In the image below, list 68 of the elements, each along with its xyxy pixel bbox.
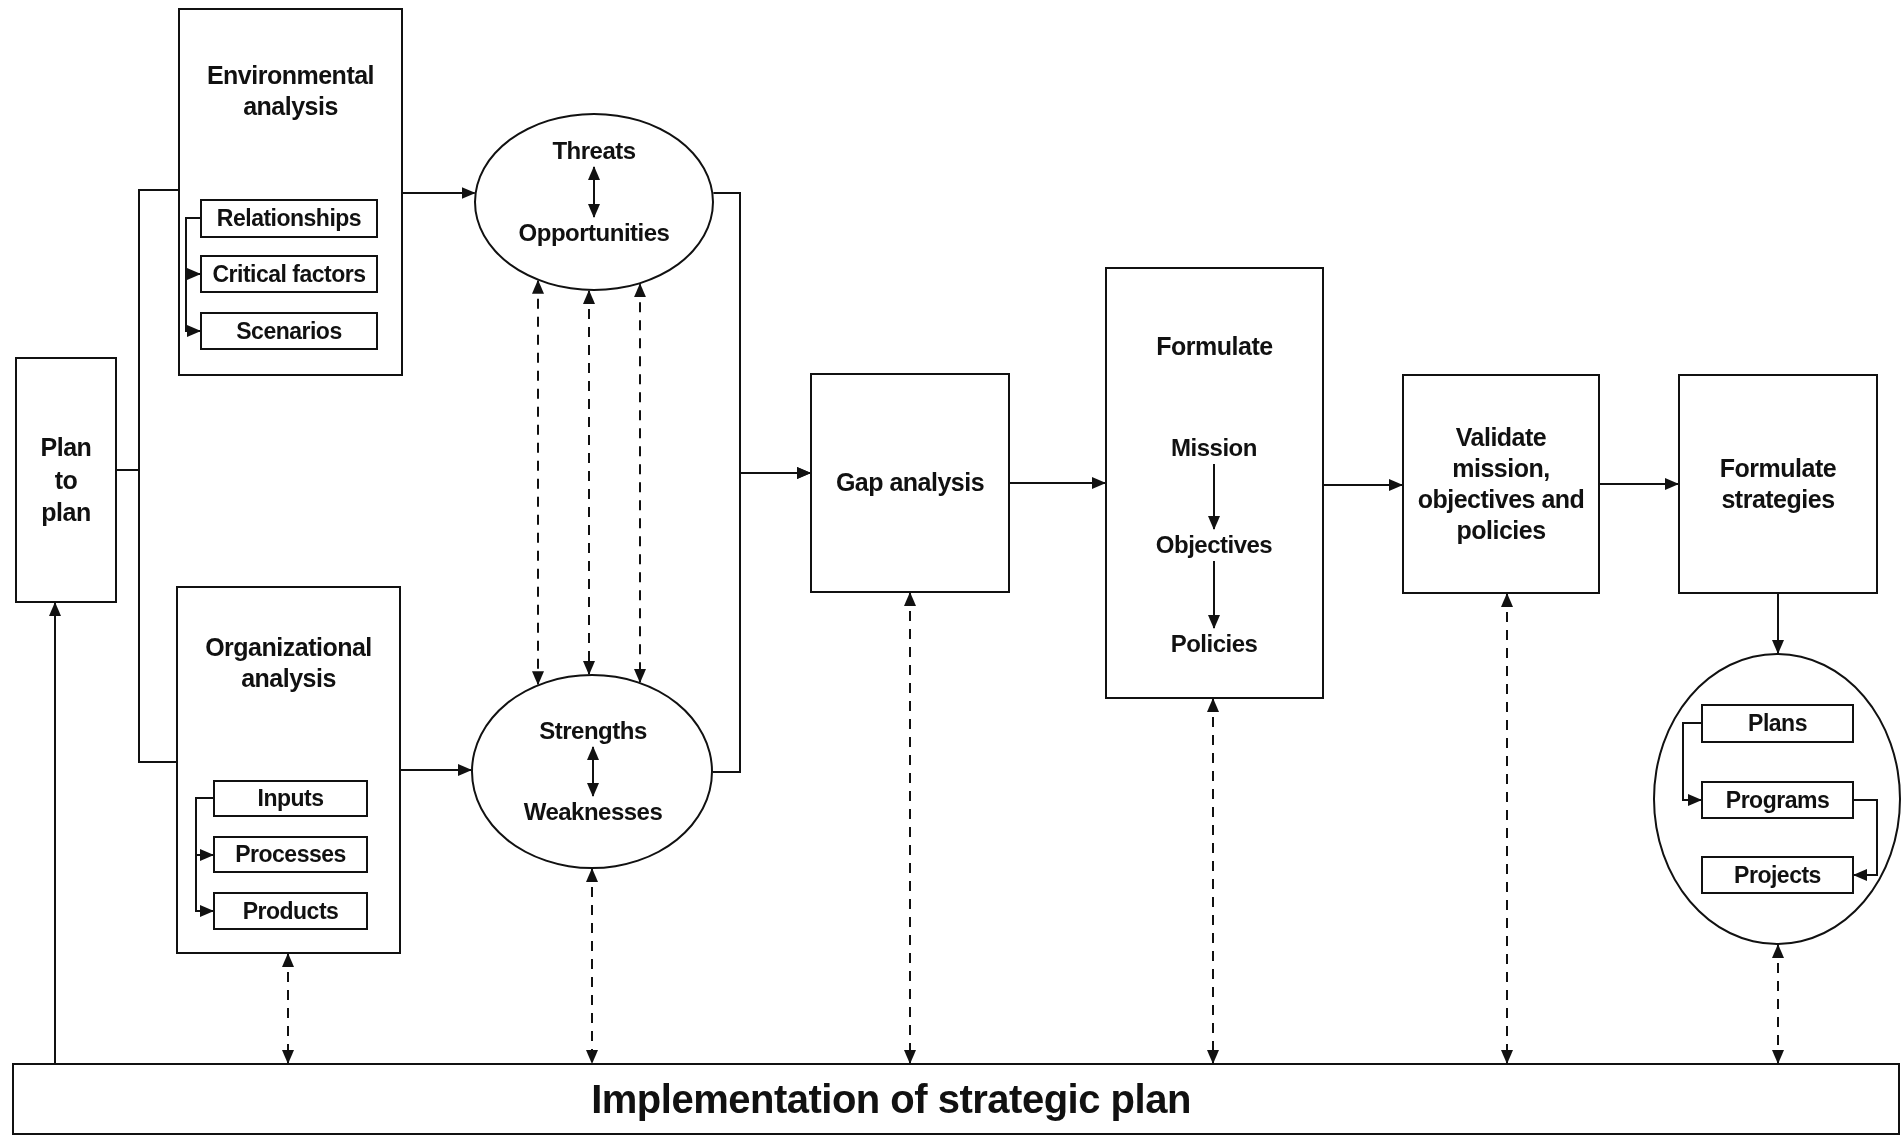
term-label: Mission — [1154, 432, 1274, 464]
arrow — [400, 764, 472, 776]
box-label: Relationships — [215, 207, 363, 230]
bar-title: Implementation of strategic plan — [590, 1076, 1192, 1123]
item-box — [213, 780, 368, 817]
group-ellipse — [1653, 653, 1901, 945]
term-label: Policies — [1154, 628, 1274, 660]
term-label: Threats — [534, 135, 654, 167]
arrow — [712, 467, 811, 773]
step-box — [810, 373, 1010, 593]
box-label: Projects — [1733, 863, 1822, 887]
step-box — [1402, 374, 1600, 594]
item-box — [200, 255, 378, 293]
term-label: Objectives — [1139, 529, 1289, 561]
arrow — [1853, 799, 1878, 881]
item-box — [213, 836, 368, 873]
arrow — [1682, 722, 1702, 806]
term-label: Opportunities — [509, 217, 679, 249]
dashed-arrow — [583, 289, 595, 676]
analysis-panel — [176, 586, 401, 954]
box-label: Plans — [1747, 712, 1808, 735]
item-box — [1701, 856, 1854, 894]
group-ellipse — [471, 674, 713, 869]
arrow — [1208, 560, 1220, 629]
arrow — [1772, 593, 1784, 654]
term-label: Weaknesses — [508, 796, 678, 828]
arrow — [1009, 477, 1106, 489]
arrow — [402, 187, 476, 199]
term-label: Strengths — [523, 715, 663, 747]
box-label: Critical factors — [211, 262, 367, 286]
arrow — [588, 166, 600, 218]
box-label: Validate mission, objectives and policies — [1416, 421, 1586, 547]
box-label: Inputs — [256, 787, 325, 810]
box-label: Environmental analysis — [205, 60, 376, 123]
box-label: Processes — [234, 843, 347, 866]
arrow — [587, 746, 599, 797]
connector-line — [116, 469, 177, 763]
item-box — [200, 199, 378, 238]
box-label: Programs — [1724, 788, 1831, 812]
step-box — [15, 357, 117, 603]
item-box — [200, 312, 378, 350]
box-label: Formulate — [1155, 331, 1274, 362]
dashed-arrow — [1501, 593, 1513, 1064]
box-label: Gap analysis — [834, 467, 986, 499]
dashed-arrow — [282, 953, 294, 1064]
dashed-arrow — [1772, 944, 1784, 1064]
group-ellipse — [474, 113, 714, 291]
item-box — [1701, 781, 1854, 819]
implementation-bar — [12, 1063, 1900, 1135]
dashed-arrow — [1207, 698, 1219, 1064]
dashed-arrow — [586, 868, 598, 1064]
dashed-arrow — [904, 592, 916, 1064]
box-label: Plan to plan — [39, 432, 93, 529]
arrow — [1599, 478, 1679, 490]
box-label: Scenarios — [235, 319, 343, 343]
step-box — [1678, 374, 1878, 594]
arrow — [49, 602, 61, 1064]
arrow — [1208, 463, 1220, 530]
dashed-arrow — [532, 279, 544, 686]
arrow — [1323, 479, 1403, 491]
step-box — [1105, 267, 1324, 699]
dashed-arrow — [634, 283, 646, 683]
box-label: Products — [241, 899, 340, 923]
box-label: Organizational analysis — [204, 632, 373, 695]
analysis-panel — [178, 8, 403, 376]
item-box — [213, 892, 368, 930]
box-label: Formulate strategies — [1718, 452, 1838, 515]
item-box — [1701, 704, 1854, 743]
